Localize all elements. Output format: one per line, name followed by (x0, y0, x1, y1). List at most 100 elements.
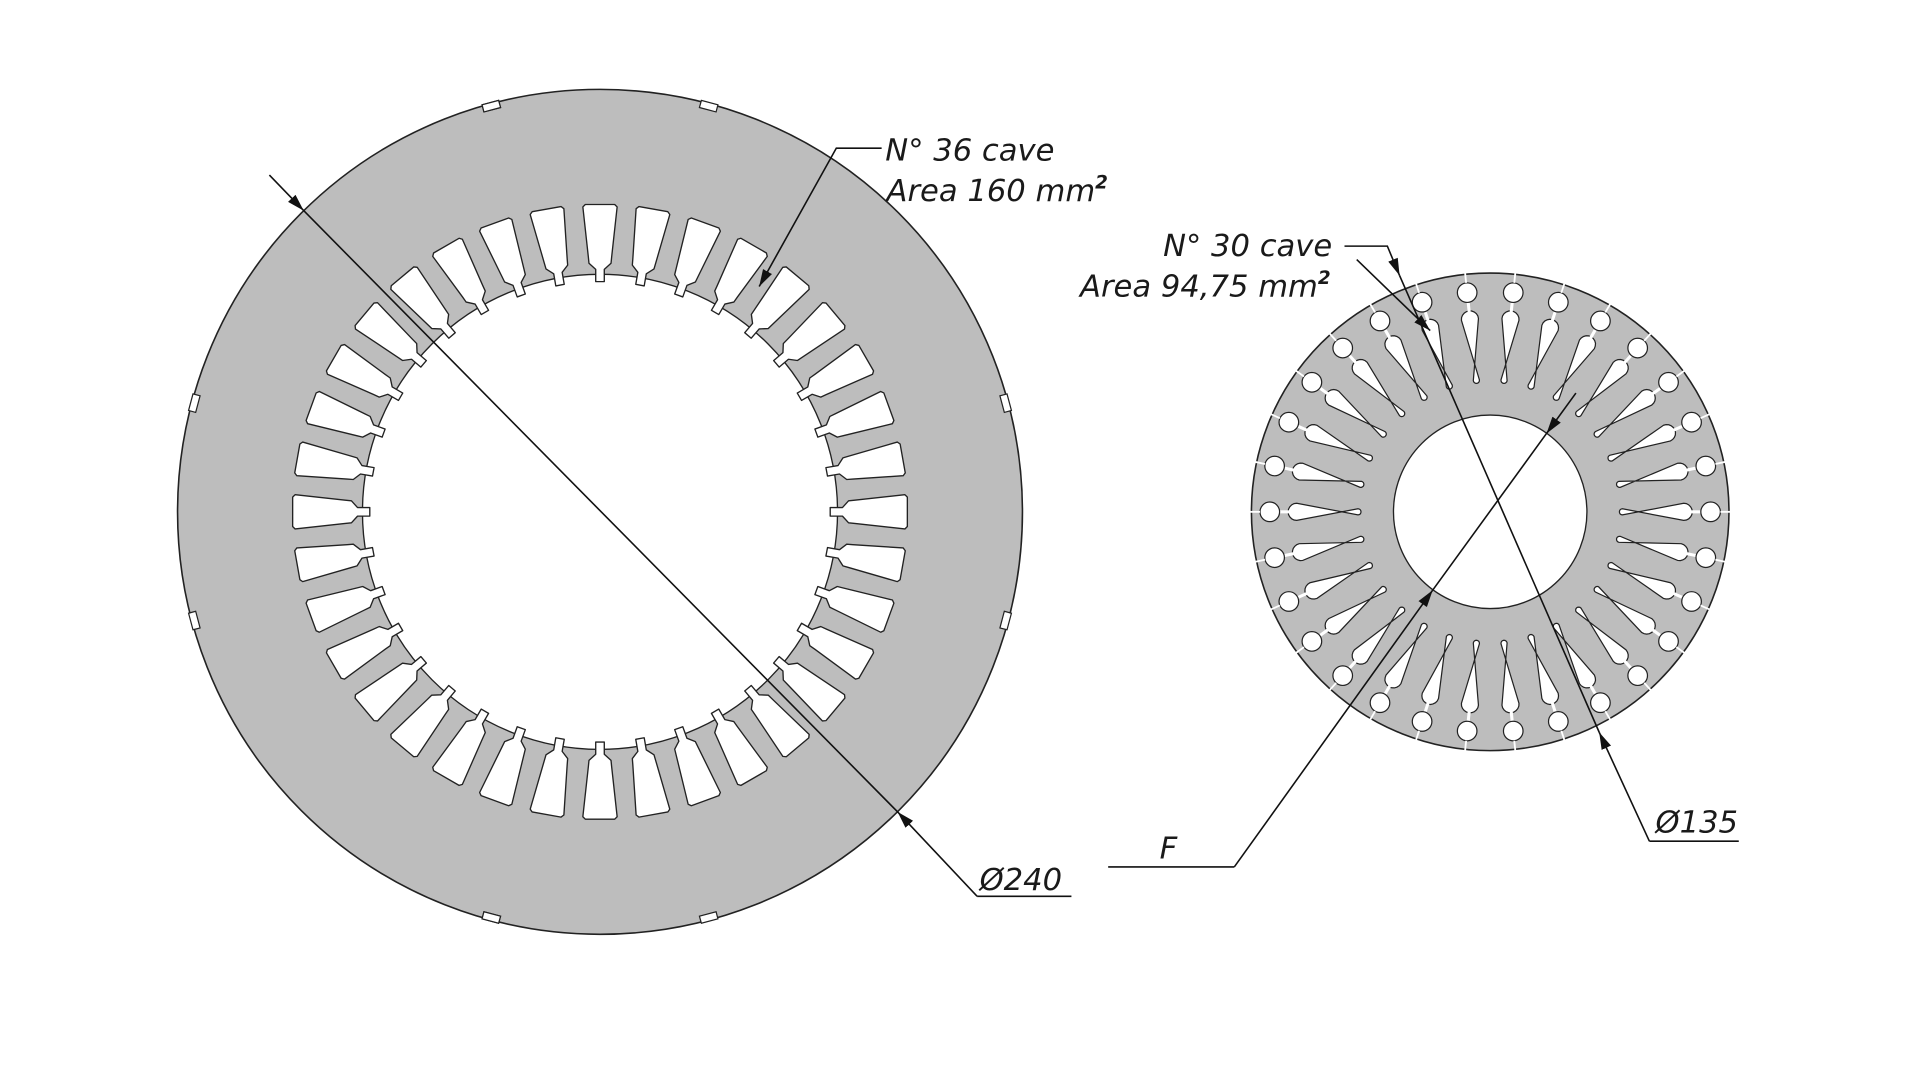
rotor-slot (1618, 502, 1693, 522)
rotor-slot-bridge (1560, 283, 1566, 294)
rotor-bar-hole (1547, 291, 1569, 313)
stator-slot (294, 441, 375, 481)
stator-outer-notch (999, 393, 1013, 414)
rotor-slot (1351, 358, 1406, 418)
rotor-slot (1527, 633, 1560, 706)
rotor-bar-hole (1278, 591, 1300, 612)
stator-slot (814, 585, 895, 633)
stator-outer-notch (698, 911, 719, 925)
stator-slot (772, 302, 846, 368)
stator-slot (529, 205, 569, 287)
rotor-slot-bridge (1643, 682, 1652, 691)
stator-slot (354, 302, 428, 368)
rotor-slot-bridge (1715, 461, 1726, 465)
rotor-bar-hole (1695, 455, 1717, 477)
rotor-bar-hole (1700, 501, 1722, 523)
stator-slot (829, 494, 909, 530)
rotor-slot (1593, 388, 1656, 438)
rotor-bore-label: F (1160, 831, 1178, 866)
rotor-bore-dimension: F (1108, 392, 1577, 868)
rotor-slot (1304, 561, 1374, 600)
stator-slot (825, 543, 906, 583)
rotor-slot (1575, 606, 1629, 665)
rotor-slot-bridge (1700, 604, 1710, 611)
stator-slot (582, 203, 618, 283)
stator-outer-notch (999, 610, 1013, 631)
stator-slot (294, 543, 375, 583)
stator-area-text: Area 160 mm (885, 174, 1096, 209)
stator-slot (478, 726, 526, 807)
stator-slot (710, 708, 768, 787)
rotor-slot (1291, 462, 1365, 488)
rotor-slot-bridge (1295, 370, 1305, 378)
rotor-slot-bridge (1328, 332, 1337, 342)
rotor-bar-hole (1301, 630, 1323, 652)
stator-slot (710, 237, 768, 316)
stator-slot (744, 266, 810, 339)
rotor-bar-hole (1681, 591, 1702, 612)
stator-area-sup: 2 (1095, 173, 1108, 194)
rotor-slot (1384, 335, 1428, 401)
stator-outer-notch (698, 99, 719, 113)
rotor-slot (1351, 606, 1406, 665)
stator-slot (432, 708, 490, 787)
rotor-slot-area-label: Area 94,75 mm2 (1078, 268, 1331, 304)
rotor-slot-bridge (1464, 740, 1468, 751)
rotor-bar-hole (1411, 291, 1433, 313)
stator-slot (796, 622, 875, 680)
rotor-bar-hole (1264, 547, 1286, 569)
stator-outer-notch (481, 99, 502, 113)
rotor-bar-hole (1695, 547, 1717, 569)
rotor-diameter-dimension: Ø135 (1344, 245, 1739, 843)
rotor-bar-hole (1590, 310, 1611, 332)
stator-slot (814, 390, 895, 438)
stator-outer-notch (187, 393, 201, 414)
rotor-slot (1552, 335, 1597, 401)
rotor-slot-bridge (1270, 604, 1281, 611)
rotor-slot (1291, 535, 1365, 562)
stator-slot (744, 684, 810, 758)
rotor-slot (1575, 358, 1629, 418)
rotor-slot-bridge (1415, 730, 1420, 741)
stator-slot (305, 390, 386, 438)
stator-slot (325, 343, 404, 402)
stator-slot-callout: N° 36 cave Area 160 mm2 (758, 133, 1108, 287)
rotor-slot (1304, 424, 1374, 462)
rotor-bar-hole (1456, 282, 1478, 304)
rotor-slot-count-label: N° 30 cave (1163, 229, 1332, 264)
stator-slot-count-label: N° 36 cave (885, 133, 1054, 168)
rotor-bar-hole (1278, 411, 1300, 433)
stator-slot (582, 741, 618, 820)
rotor-slot (1324, 388, 1387, 438)
rotor-slot-bridge (1700, 413, 1710, 420)
rotor-slot (1460, 310, 1481, 385)
stator-outer-notch (481, 911, 502, 925)
rotor-slot-bridge (1328, 682, 1337, 691)
stator-slot (796, 343, 875, 402)
rotor-slot (1287, 502, 1362, 522)
stator-lamination (176, 88, 1024, 936)
rotor-slot-bridge (1464, 273, 1468, 283)
rotor-slot (1607, 561, 1677, 600)
rotor-bar-hole (1502, 720, 1524, 742)
rotor-bar-hole (1332, 665, 1354, 687)
rotor-slot (1615, 462, 1689, 488)
rotor-slot-bridge (1415, 283, 1420, 294)
rotor-slot (1593, 585, 1656, 635)
rotor-slot (1607, 424, 1677, 462)
rotor-bar-hole (1411, 711, 1433, 732)
rotor-bar-hole (1264, 455, 1286, 477)
rotor-slot-bridge (1675, 646, 1685, 654)
stator-slot (390, 684, 456, 758)
stator-slot (529, 737, 569, 818)
rotor-slot-bridge (1369, 303, 1376, 313)
rotor-slot-bridge (1270, 413, 1281, 420)
stator-diameter-dimension: Ø240 (268, 174, 1072, 898)
rotor-diameter-label: Ø135 (1654, 806, 1739, 841)
stator-slot (291, 494, 371, 530)
stator-slot (325, 622, 404, 680)
stator-slot (432, 237, 490, 316)
rotor-slot-bridge (1255, 461, 1266, 465)
stator-slot (478, 217, 526, 298)
rotor-bar-hole (1369, 692, 1391, 714)
